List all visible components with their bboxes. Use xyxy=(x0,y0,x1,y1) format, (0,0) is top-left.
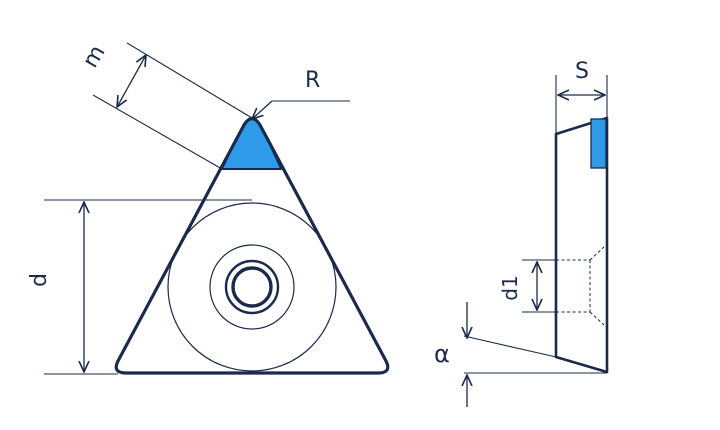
hole-outer-circle xyxy=(224,259,280,315)
m-dimension-line xyxy=(117,55,146,107)
m-extension-bottom xyxy=(92,94,223,170)
alpha-label: α xyxy=(434,340,450,368)
hidden-hole xyxy=(556,246,605,326)
d-label: d xyxy=(27,273,52,287)
corner-tip-fill xyxy=(220,118,283,170)
r-label: R xyxy=(305,68,320,93)
hole-inner-circle xyxy=(231,266,273,308)
d1-label: d1 xyxy=(498,275,522,300)
s-label: S xyxy=(575,59,589,84)
alpha-flank-line xyxy=(463,335,557,358)
counterbore-circle xyxy=(209,244,295,330)
inscribed-circle xyxy=(167,202,337,372)
side-view: S d1 α xyxy=(434,59,609,407)
r-leader-arrow xyxy=(252,100,273,119)
m-label: m xyxy=(78,41,110,72)
m-extension-top xyxy=(126,42,253,119)
side-edge-fill xyxy=(590,118,607,169)
side-body-outline xyxy=(554,116,609,374)
top-view: d m R xyxy=(27,41,390,375)
